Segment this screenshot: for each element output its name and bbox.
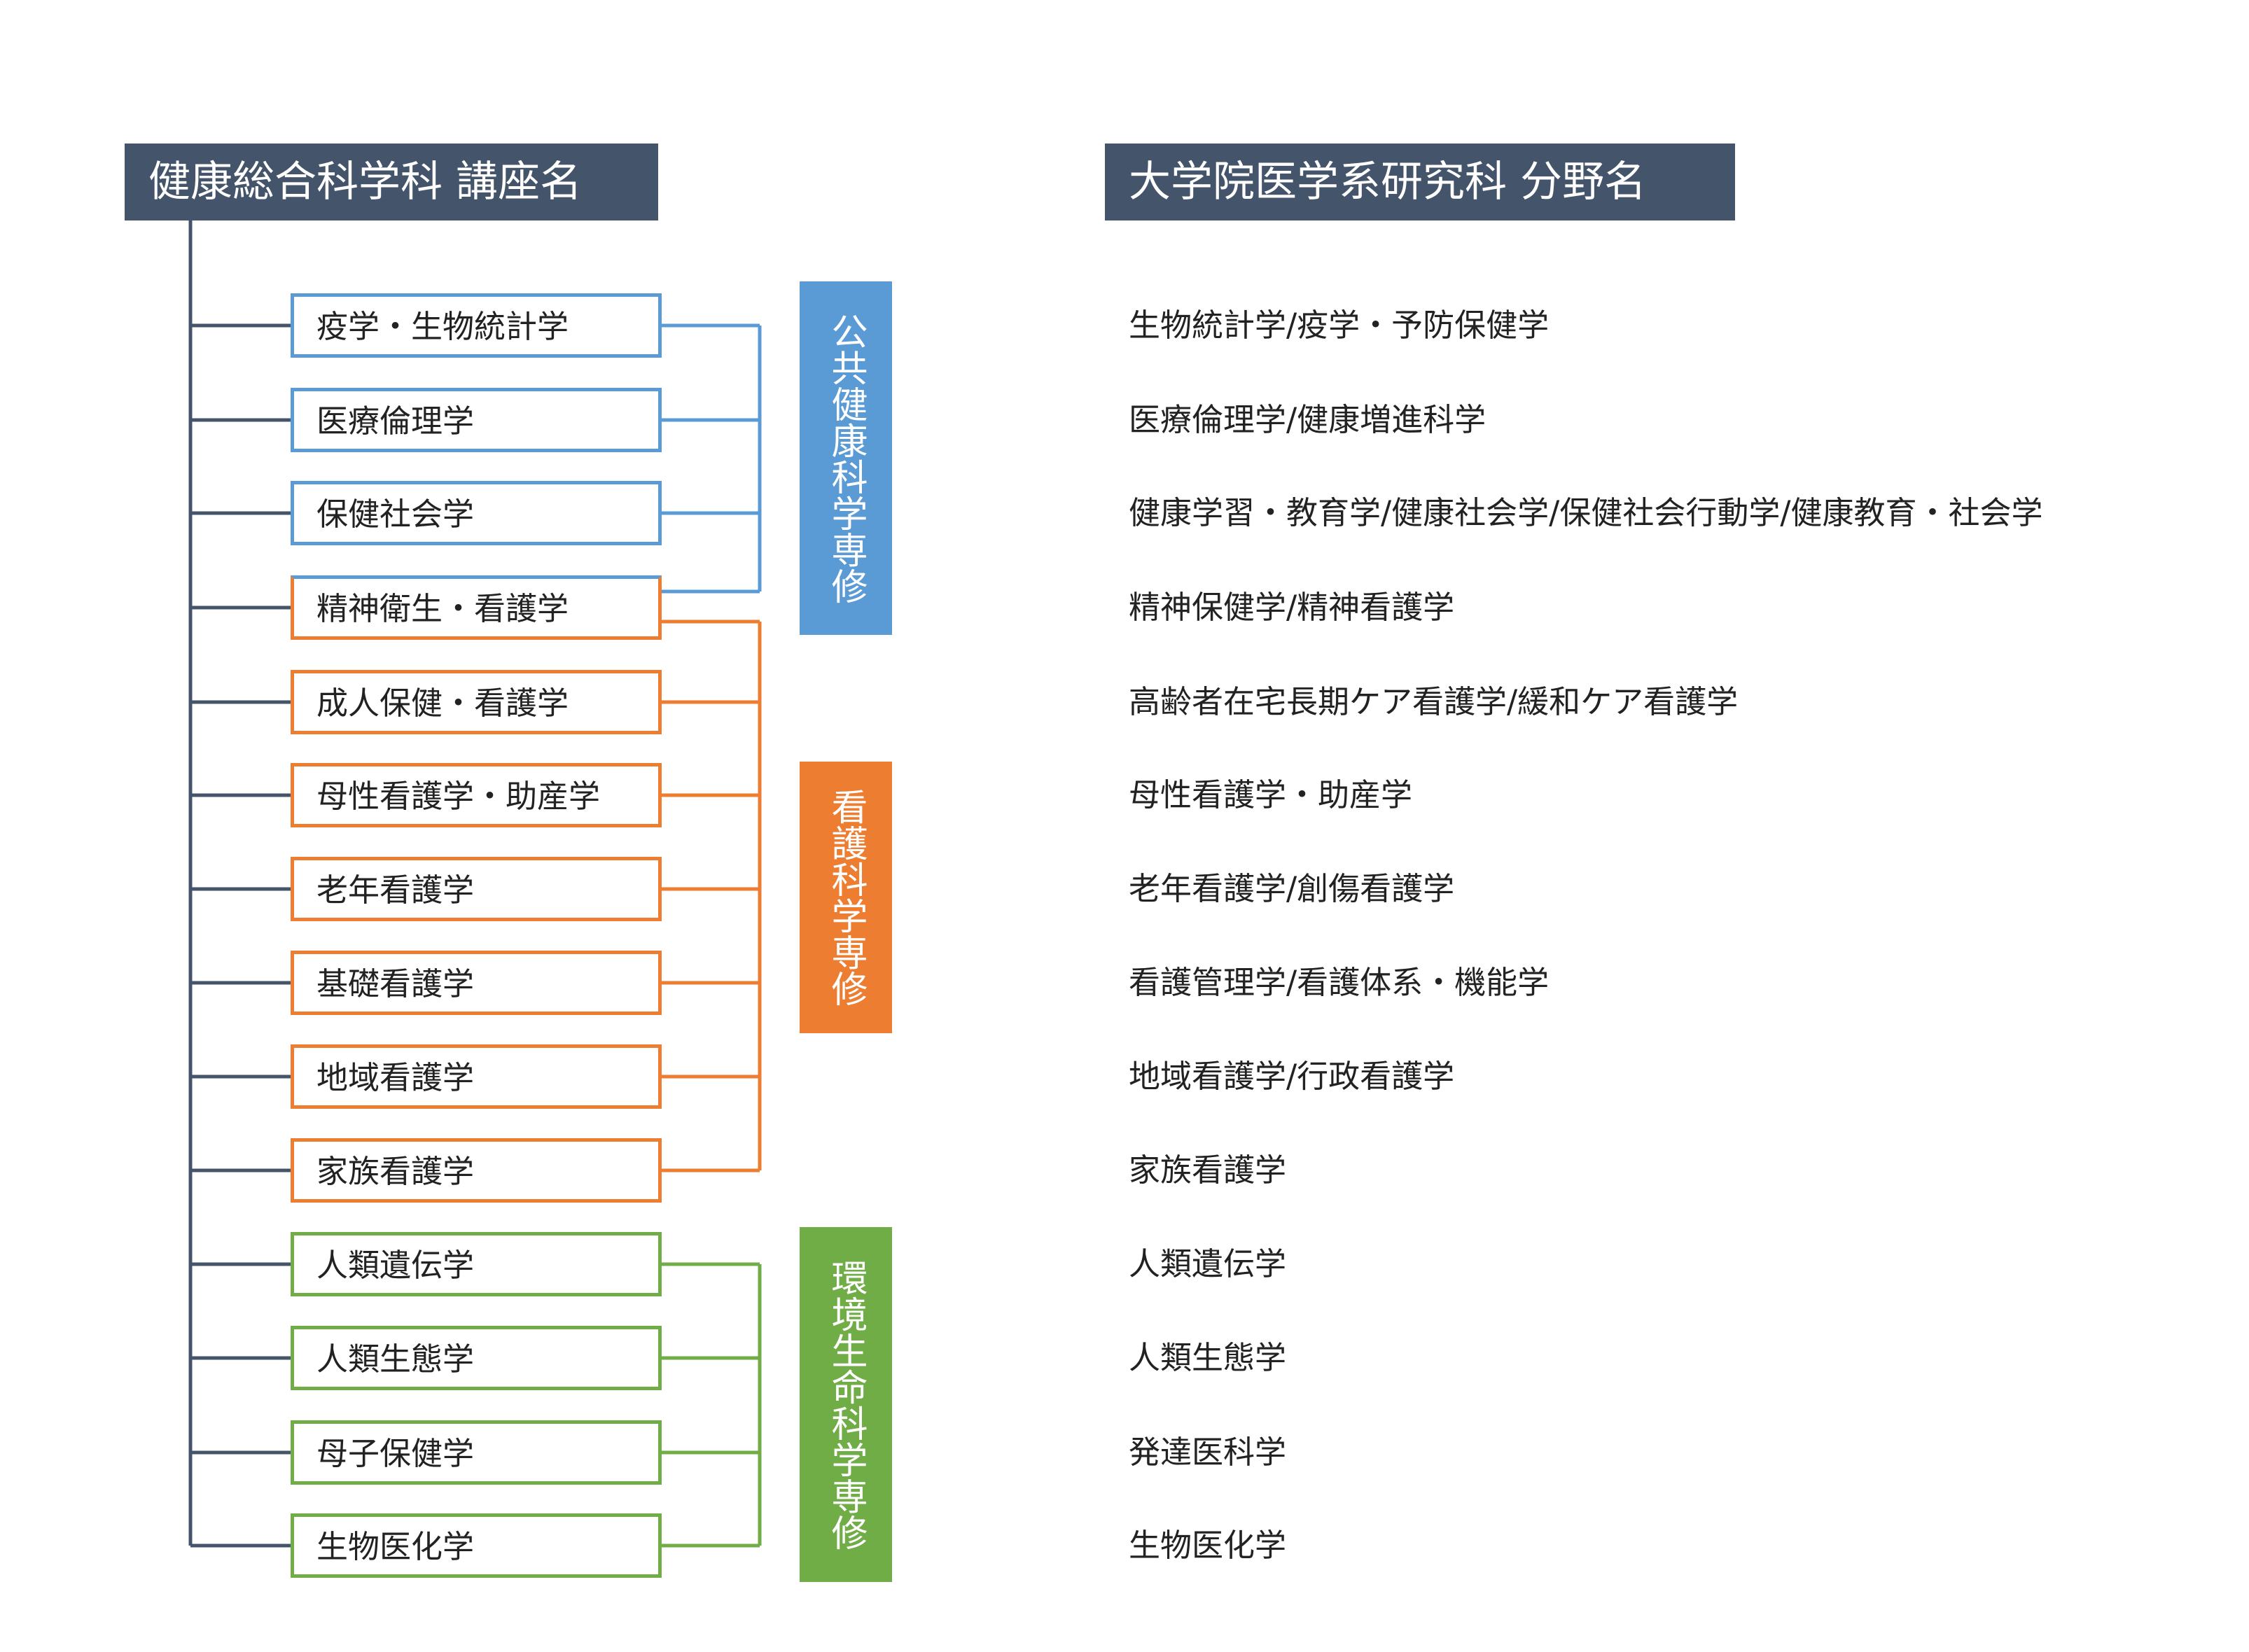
course-box-community-nursing: 地域看護学 (291, 1044, 662, 1109)
field-name-row: 老年看護学/創傷看護学 (1129, 870, 1455, 907)
field-name-row: 人類生態学 (1129, 1339, 1287, 1376)
right-header-field-names: 大学院医学系研究科 分野名 (1105, 144, 1735, 220)
field-name-row: 健康学習・教育学/健康社会学/保健社会行動学/健康教育・社会学 (1129, 494, 2043, 531)
course-box-human-ecology: 人類生態学 (291, 1326, 662, 1390)
course-box-maternal-child-health: 母子保健学 (291, 1420, 662, 1485)
course-box-biomedical-chemistry: 生物医化学 (291, 1513, 662, 1578)
field-name-row: 看護管理学/看護体系・機能学 (1129, 964, 1550, 1001)
course-box-family-nursing: 家族看護学 (291, 1138, 662, 1203)
course-box-medical-ethics: 医療倫理学 (291, 388, 662, 452)
field-name-row: 母性看護学・助産学 (1129, 776, 1413, 813)
course-box-gerontological-nursing: 老年看護学 (291, 857, 662, 921)
course-box-human-genetics: 人類遺伝学 (291, 1232, 662, 1296)
field-name-row: 医療倫理学/健康増進科学 (1129, 401, 1486, 438)
left-header-course-names: 健康総合科学科 講座名 (125, 144, 658, 220)
major-environmental-life-science: 環境生命科学専修 (800, 1227, 892, 1582)
field-name-row: 人類遺伝学 (1129, 1245, 1287, 1282)
course-box-mental-health-nursing: 精神衛生・看護学 (291, 575, 662, 640)
major-public-health: 公共健康科学専修 (800, 281, 892, 635)
course-box-adult-health-nursing: 成人保健・看護学 (291, 670, 662, 734)
course-box-health-sociology: 保健社会学 (291, 481, 662, 545)
course-box-epidemiology-biostatistics: 疫学・生物統計学 (291, 293, 662, 358)
field-name-row: 生物統計学/疫学・予防保健学 (1129, 307, 1550, 344)
field-name-row: 生物医化学 (1129, 1527, 1287, 1564)
course-box-maternal-nursing-midwifery: 母性看護学・助産学 (291, 763, 662, 827)
major-nursing: 看護科学専修 (800, 762, 892, 1033)
field-name-row: 高齢者在宅長期ケア看護学/緩和ケア看護学 (1129, 683, 1739, 720)
field-name-row: 発達医科学 (1129, 1434, 1287, 1471)
course-box-fundamental-nursing: 基礎看護学 (291, 951, 662, 1015)
field-name-row: 地域看護学/行政看護学 (1129, 1058, 1455, 1095)
field-name-row: 家族看護学 (1129, 1152, 1287, 1189)
field-name-row: 精神保健学/精神看護学 (1129, 589, 1455, 626)
